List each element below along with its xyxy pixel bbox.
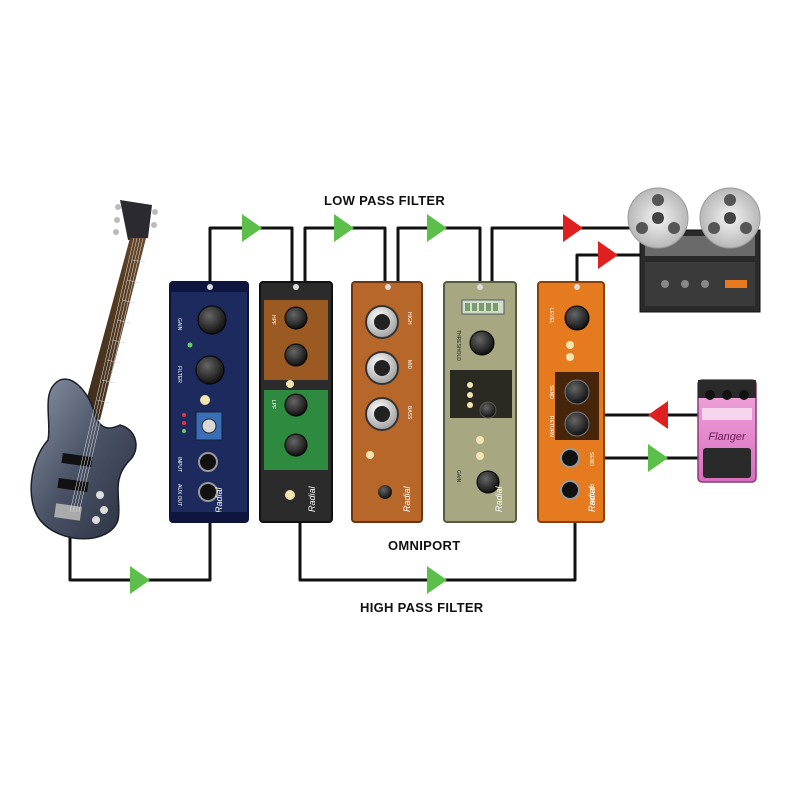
high-pass-filter-label: HIGH PASS FILTER	[360, 600, 484, 615]
module-3-knob-label-3: BASS	[406, 406, 412, 420]
bass-guitar	[30, 200, 158, 540]
lpf-knob[interactable]	[284, 343, 308, 367]
module-5-knob-label-3: RETURN	[548, 416, 554, 437]
gain-knob[interactable]	[197, 305, 227, 335]
module-eq-filter: HPF LPF Radial	[259, 281, 333, 523]
arrow-red-2	[598, 241, 618, 269]
cable-3band-to-comp	[396, 226, 482, 282]
arrows	[130, 214, 668, 594]
module-1-jack-label-2: AUX OUT	[176, 484, 182, 506]
module-1-jack-label-1: INPUT	[176, 457, 182, 472]
arrow-green-2	[242, 214, 262, 242]
module-5-knob-label-2: SEND	[548, 385, 554, 399]
module-5-brand: Radial	[587, 485, 597, 512]
arrow-red-3	[648, 401, 668, 429]
aux-out-jack[interactable]	[198, 482, 218, 502]
module-3-knob-label-2: MID	[406, 360, 412, 370]
omniport-label: OMNIPORT	[388, 538, 461, 553]
module-three-band-eq: HIGH MID BASS Radial	[351, 281, 423, 523]
module-4-brand: Radial	[494, 485, 504, 512]
module-5-jack-label-1: SEND	[588, 452, 594, 466]
module-3-knob-label-1: HIGH	[406, 312, 412, 325]
module-di-preamp: GAIN FILTER INPUT AUX OUT Radial	[169, 281, 249, 523]
threshold-knob[interactable]	[469, 330, 495, 356]
arrow-green-4	[427, 214, 447, 242]
cable-comp-to-tape	[490, 226, 640, 282]
flanger-pedal: Flanger	[697, 379, 757, 483]
reel-to-reel-tape-machine	[627, 187, 761, 313]
module-3-brand: Radial	[402, 485, 412, 512]
send-jack[interactable]	[560, 448, 580, 468]
input-jack[interactable]	[198, 452, 218, 472]
hpf-knob[interactable]	[284, 306, 308, 330]
low-pass-filter-label: LOW PASS FILTER	[324, 193, 446, 208]
return-knob[interactable]	[564, 411, 590, 437]
module-1-knob-label-2: FILTER	[176, 366, 182, 383]
module-5-knob-label-1: LEVEL	[548, 308, 554, 324]
module-5-jack-label-2: RETURN	[588, 484, 594, 505]
module-1-knob-label-1: GAIN	[176, 318, 182, 331]
comp-gain-knob[interactable]	[476, 470, 500, 494]
module-2-knob-label-2: LPF	[270, 400, 276, 409]
module-2-knob-label-1: HPF	[270, 315, 276, 325]
module-4-knob-label-2: GAIN	[455, 470, 461, 483]
module-effects-loop: LEVEL SEND RETURN SEND RETURN Radial	[537, 281, 605, 523]
module-compressor: THRESHOLD GAIN Radial	[443, 281, 517, 523]
pedal-label: Flanger	[708, 431, 747, 443]
module-2-brand: Radial	[307, 485, 317, 512]
return-jack[interactable]	[560, 480, 580, 500]
arrow-red-1	[563, 214, 583, 242]
arrow-green-6	[648, 444, 668, 472]
cable-loop-to-tape	[575, 253, 640, 282]
level-knob[interactable]	[564, 305, 590, 331]
module-1-brand: Radial	[214, 486, 224, 513]
arrow-green-5	[427, 566, 447, 594]
cable-eq-to-3band	[303, 226, 387, 282]
filter-knob[interactable]	[195, 355, 225, 385]
send-knob[interactable]	[564, 379, 590, 405]
module-4-knob-label-1: THRESHOLD	[455, 330, 461, 361]
arrow-green-1	[130, 566, 150, 594]
arrow-green-3	[334, 214, 354, 242]
cable-di-to-eq	[208, 226, 294, 282]
